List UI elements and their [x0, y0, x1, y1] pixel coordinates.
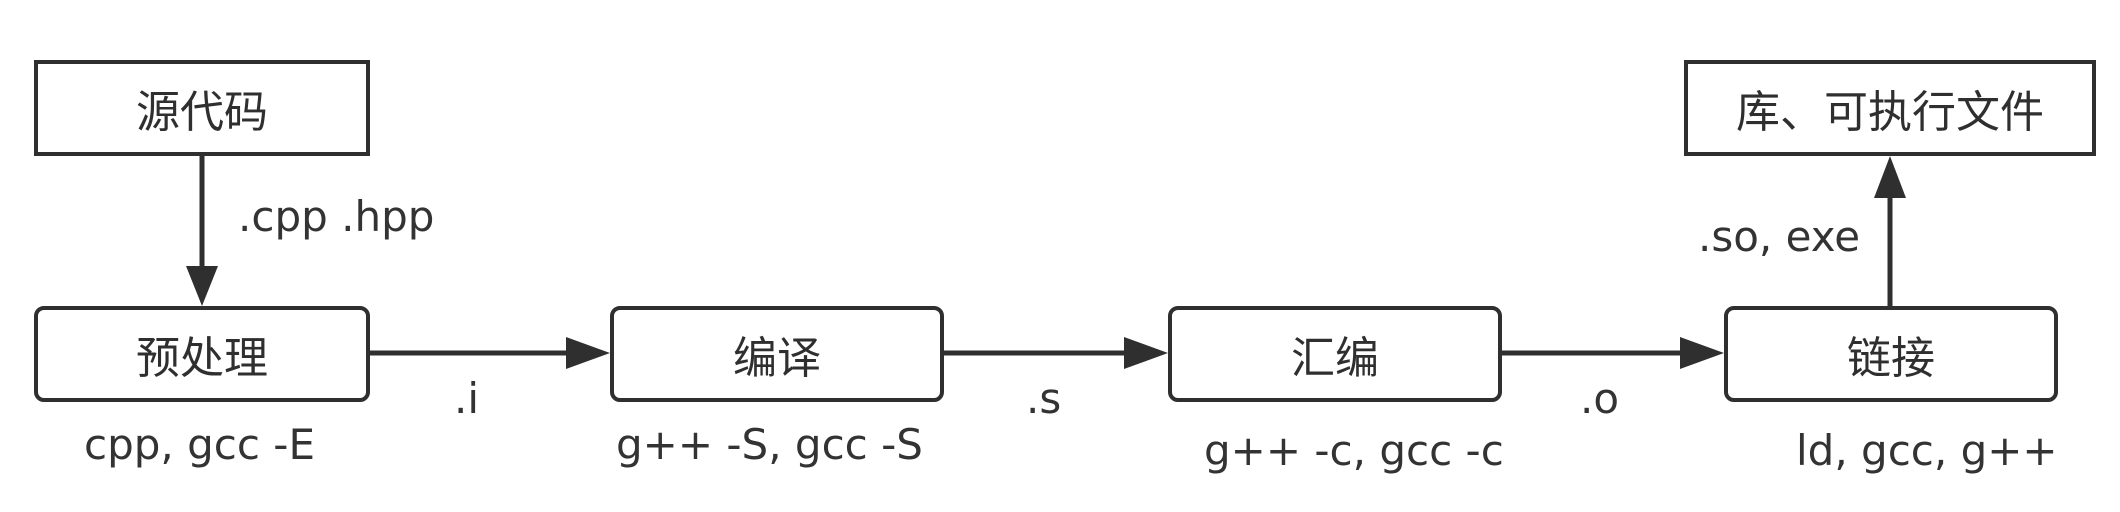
arrowhead-preprocess-to-compile	[566, 337, 610, 369]
node-assemble-label: 汇编	[1291, 333, 1379, 384]
tools-link: ld, gcc, g++	[1796, 426, 2058, 475]
node-preprocess: 预处理	[34, 306, 370, 402]
node-compile-label: 编译	[733, 333, 821, 384]
tools-assemble: g++ -c, gcc -c	[1204, 426, 1504, 475]
node-source-code-label: 源代码	[136, 87, 268, 138]
node-assemble: 汇编	[1168, 306, 1502, 402]
edge-label-assemble-to-link: .o	[1580, 374, 1620, 423]
node-output: 库、可执行文件	[1684, 60, 2096, 156]
node-output-label: 库、可执行文件	[1736, 87, 2044, 138]
tools-compile: g++ -S, gcc -S	[616, 420, 923, 469]
node-compile: 编译	[610, 306, 944, 402]
edge-label-compile-to-assemble: .s	[1026, 374, 1062, 423]
arrowhead-compile-to-assemble	[1124, 337, 1168, 369]
node-preprocess-label: 预处理	[136, 333, 268, 384]
edge-label-source-to-preprocess: .cpp .hpp	[238, 192, 435, 241]
arrowhead-source-to-preprocess	[186, 266, 218, 306]
node-link-label: 链接	[1847, 333, 1935, 384]
arrowhead-link-to-output	[1874, 156, 1906, 198]
tools-preprocess: cpp, gcc -E	[84, 420, 315, 469]
node-source-code: 源代码	[34, 60, 370, 156]
node-link: 链接	[1724, 306, 2058, 402]
edge-label-preprocess-to-compile: .i	[454, 374, 480, 423]
edge-label-link-to-output: .so, exe	[1698, 212, 1861, 261]
arrowhead-assemble-to-link	[1680, 337, 1724, 369]
